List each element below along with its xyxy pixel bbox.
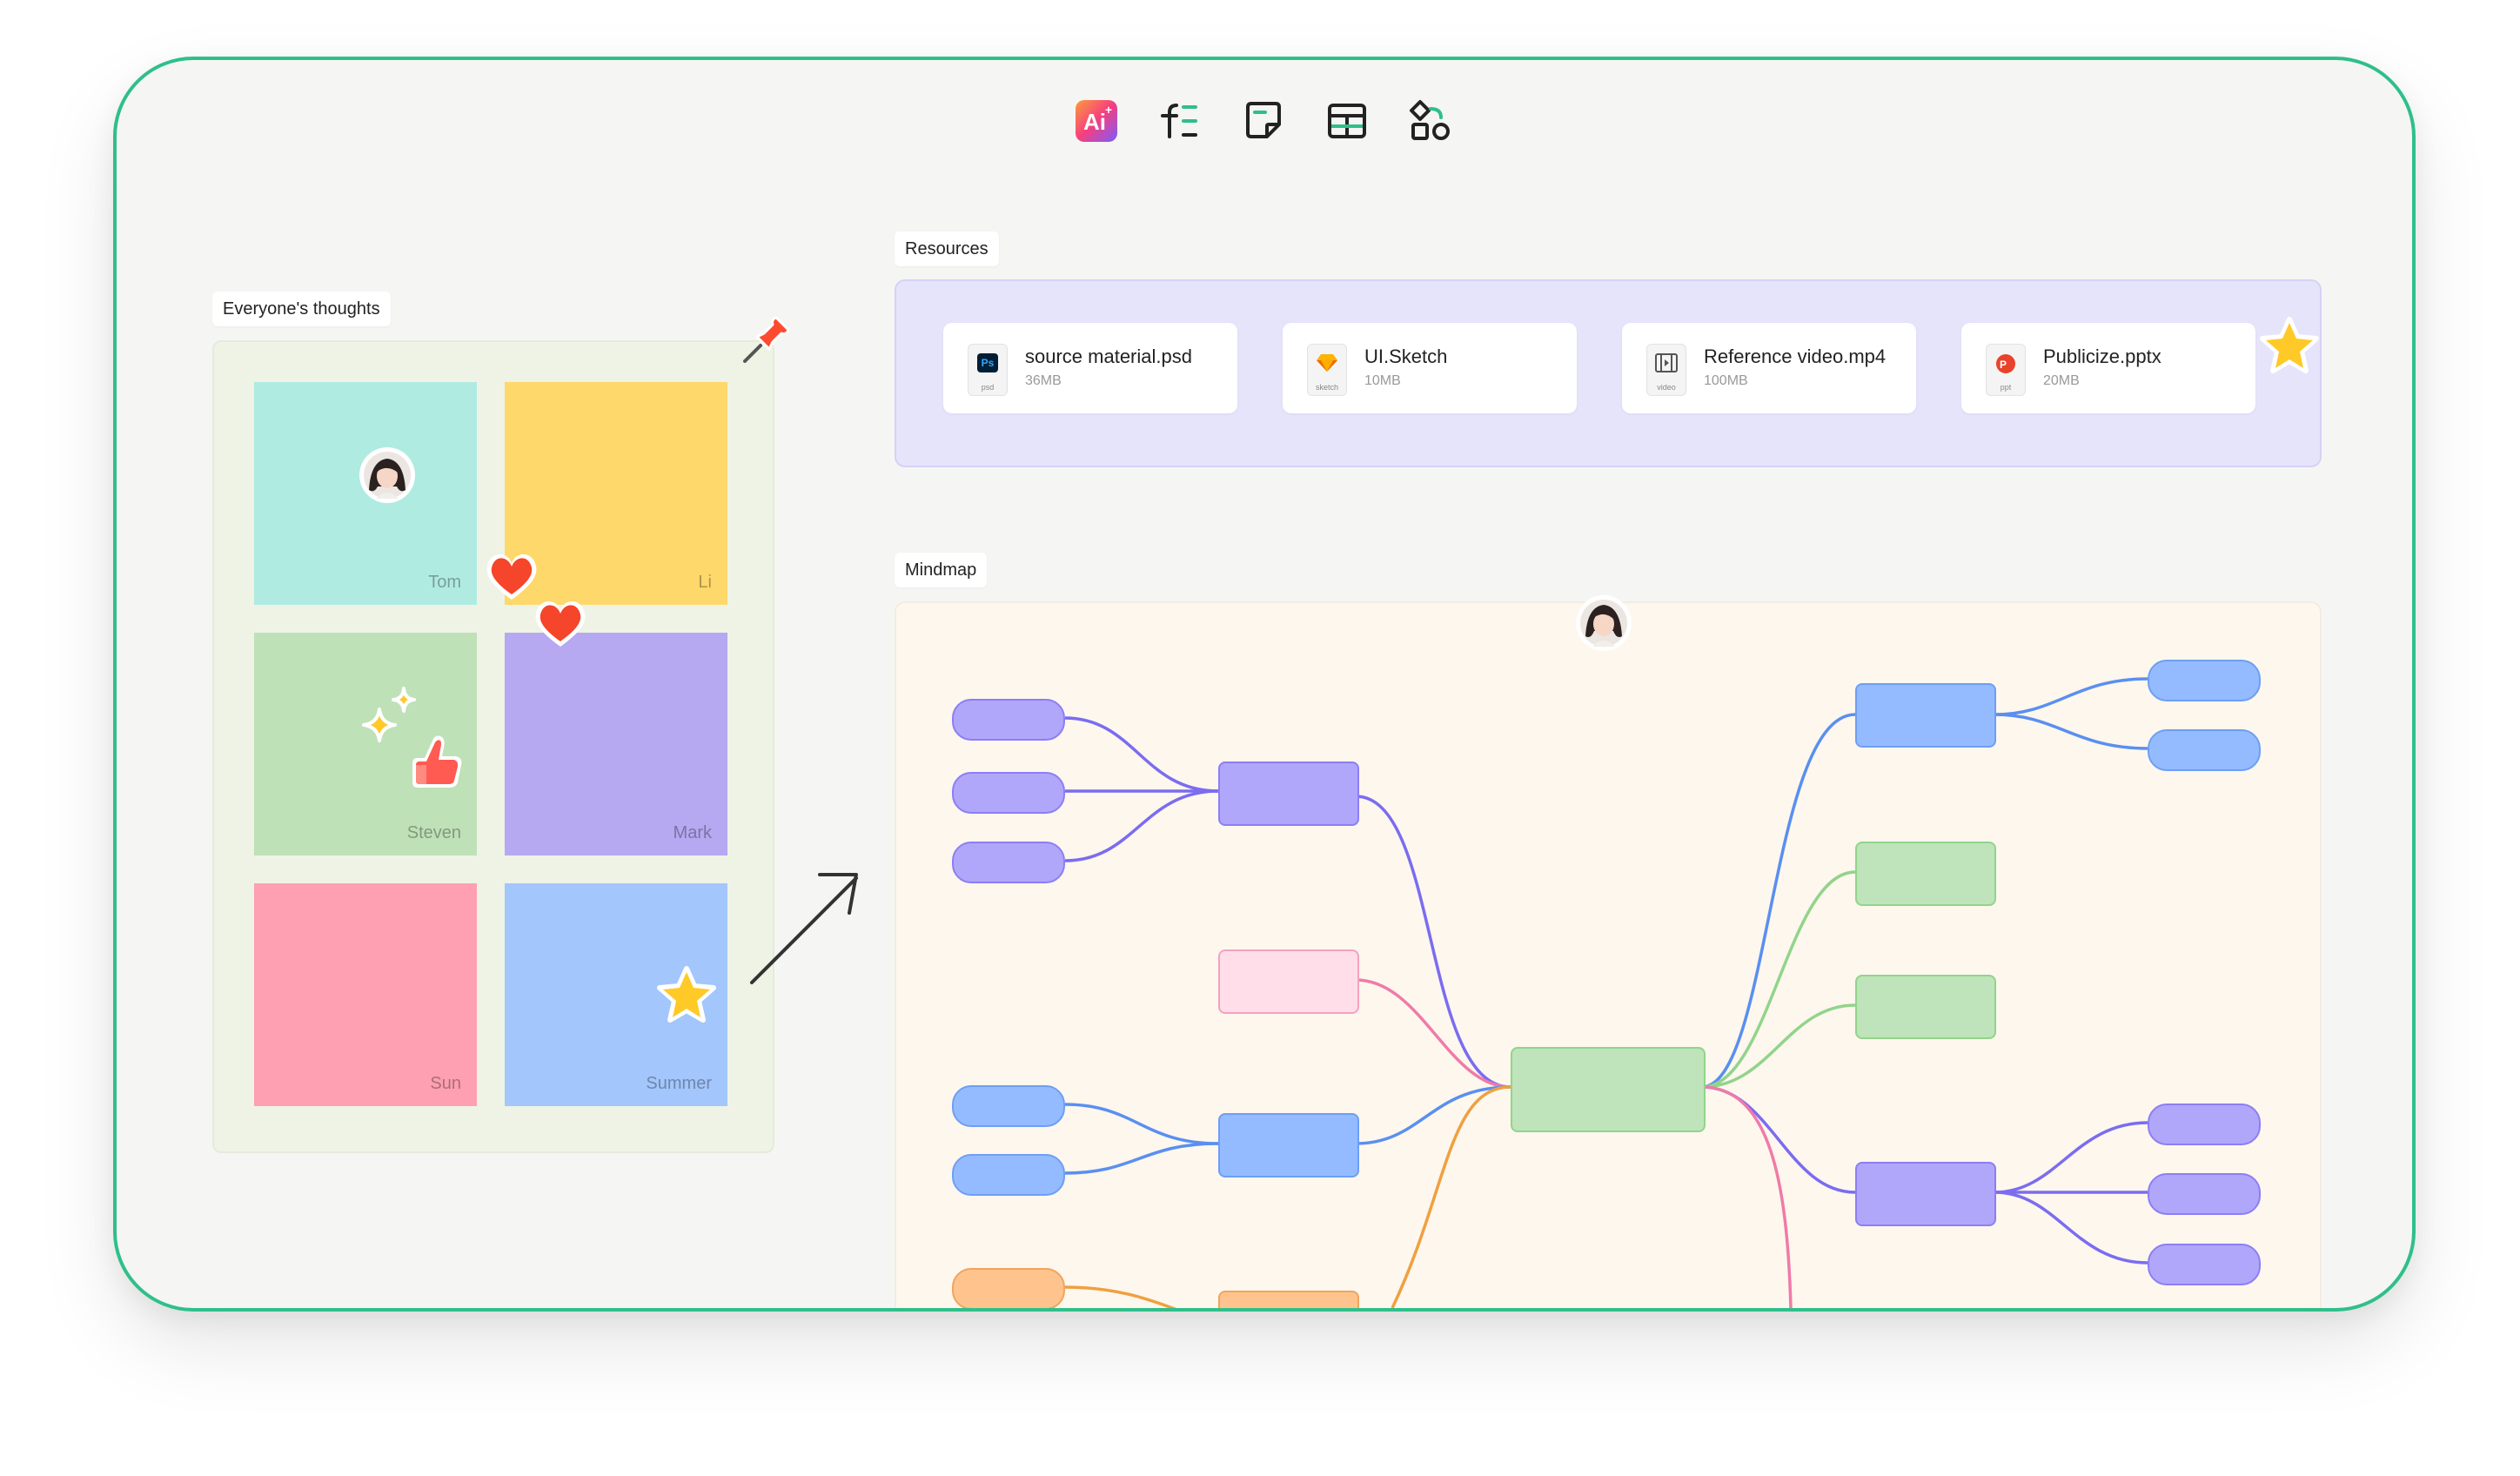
note-author: Tom bbox=[428, 573, 461, 592]
note-author: Mark bbox=[673, 823, 712, 842]
mindmap-tool-icon bbox=[1161, 104, 1197, 138]
resources-title: Resources bbox=[895, 231, 999, 266]
shapes-icon bbox=[1410, 100, 1450, 140]
sketch-file-icon: sketch bbox=[1307, 344, 1347, 396]
mindmap-topic-node[interactable] bbox=[1855, 1162, 1996, 1226]
file-card-pptx[interactable]: P ppt Publicize.pptx 20MB bbox=[1961, 323, 2255, 413]
mindmap-leaf-node[interactable] bbox=[952, 1154, 1065, 1196]
svg-text:P: P bbox=[2000, 359, 2007, 371]
thumbs-up-sticker-icon bbox=[412, 735, 462, 788]
mindmap-topic-node[interactable] bbox=[1855, 975, 1996, 1039]
mindmap-leaf-node[interactable] bbox=[2148, 1173, 2261, 1215]
sticky-note-mark[interactable]: Mark bbox=[505, 633, 727, 855]
star-sticker-icon bbox=[2260, 317, 2319, 373]
mindmap-leaf-node[interactable] bbox=[952, 1085, 1065, 1127]
file-name: Reference video.mp4 bbox=[1704, 346, 1887, 367]
avatar-user bbox=[1576, 595, 1632, 651]
table-tool-button[interactable] bbox=[1321, 95, 1373, 147]
note-author: Li bbox=[698, 573, 712, 592]
file-card-video[interactable]: video Reference video.mp4 100MB bbox=[1622, 323, 1916, 413]
sticky-note-tom[interactable]: Tom bbox=[254, 382, 477, 605]
mindmap-topic-node[interactable] bbox=[1855, 842, 1996, 906]
file-size: 36MB bbox=[1025, 373, 1062, 388]
svg-text:Ai: Ai bbox=[1083, 109, 1106, 135]
mindmap-topic-node[interactable] bbox=[1218, 1113, 1359, 1177]
file-size: 10MB bbox=[1364, 373, 1401, 388]
mindmap-leaf-node[interactable] bbox=[952, 1268, 1065, 1308]
whiteboard-frame: Ai + bbox=[113, 57, 2416, 1312]
avatar-user bbox=[359, 447, 415, 503]
note-author: Summer bbox=[646, 1074, 712, 1093]
star-sticker-icon bbox=[657, 966, 716, 1023]
ai-button[interactable]: Ai + bbox=[1070, 95, 1123, 147]
mindmap-leaf-node[interactable] bbox=[952, 842, 1065, 883]
video-file-icon: video bbox=[1646, 344, 1686, 396]
sticky-note-sun[interactable]: Sun bbox=[254, 883, 477, 1106]
heart-sticker-icon bbox=[535, 600, 586, 647]
sticky-note-li[interactable]: Li bbox=[505, 382, 727, 605]
file-card-sketch[interactable]: sketch UI.Sketch 10MB bbox=[1283, 323, 1577, 413]
thoughts-title: Everyone's thoughts bbox=[212, 292, 391, 326]
powerpoint-file-icon: P ppt bbox=[1986, 344, 2026, 396]
mindmap-topic-node[interactable] bbox=[1855, 683, 1996, 748]
mindmap-leaf-node[interactable] bbox=[2148, 660, 2261, 701]
mindmap-leaf-node[interactable] bbox=[952, 772, 1065, 814]
heart-sticker-icon bbox=[486, 554, 537, 600]
shapes-tool-button[interactable] bbox=[1404, 95, 1457, 147]
pushpin-icon bbox=[743, 316, 790, 363]
mindmap-title: Mindmap bbox=[895, 553, 988, 587]
file-size: 100MB bbox=[1704, 373, 1748, 388]
mindmap-leaf-node[interactable] bbox=[952, 699, 1065, 741]
mindmap-tool-button[interactable] bbox=[1154, 95, 1206, 147]
connector-arrow[interactable] bbox=[743, 826, 874, 991]
file-name: Publicize.pptx bbox=[2043, 346, 2161, 367]
mindmap-topic-node[interactable] bbox=[1218, 1291, 1359, 1308]
file-size: 20MB bbox=[2043, 373, 2080, 388]
photoshop-file-icon: Ps psd bbox=[968, 344, 1008, 396]
file-name: UI.Sketch bbox=[1364, 346, 1448, 367]
mindmap-topic-node[interactable] bbox=[1218, 949, 1359, 1014]
mindmap-leaf-node[interactable] bbox=[2148, 729, 2261, 771]
sticky-note-icon bbox=[1246, 102, 1281, 138]
mindmap-leaf-node[interactable] bbox=[2148, 1244, 2261, 1285]
mindmap-leaf-node[interactable] bbox=[2148, 1104, 2261, 1145]
note-author: Sun bbox=[430, 1074, 461, 1093]
sparkle-sticker-icon bbox=[362, 687, 416, 742]
mindmap-root-node[interactable] bbox=[1511, 1047, 1706, 1132]
mindmap-canvas bbox=[1064, 677, 2148, 1308]
svg-text:+: + bbox=[1105, 103, 1112, 117]
mindmap-topic-node[interactable] bbox=[1218, 761, 1359, 826]
sticky-note-tool-button[interactable] bbox=[1237, 95, 1290, 147]
file-name: source material.psd bbox=[1025, 346, 1192, 367]
ai-icon: Ai + bbox=[1076, 100, 1117, 142]
file-card-psd[interactable]: Ps psd source material.psd 36MB bbox=[943, 323, 1237, 413]
note-author: Steven bbox=[406, 823, 461, 842]
mindmap-panel bbox=[895, 601, 2322, 1308]
table-icon bbox=[1328, 104, 1366, 138]
